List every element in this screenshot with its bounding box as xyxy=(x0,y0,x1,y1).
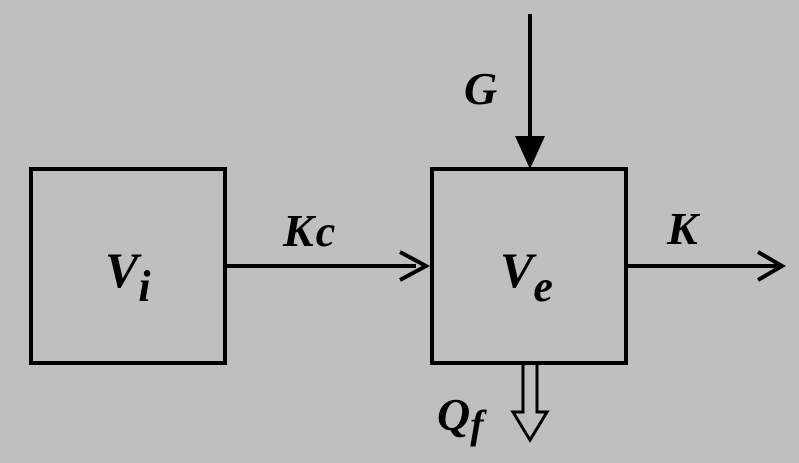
edge-vi-ve-label-base: K xyxy=(282,205,317,256)
edge-in-g-label: G xyxy=(464,63,497,114)
edge-vi-ve-label: Kc xyxy=(282,205,335,256)
node-ve-label-sub: e xyxy=(533,262,553,311)
edge-out-qf-label-base: Q xyxy=(437,389,470,440)
edge-vi-ve-arrowhead xyxy=(399,250,431,282)
node-ve: Ve xyxy=(430,167,628,365)
edge-out-qf-label: Qf xyxy=(437,389,487,447)
edge-out-qf-arrow xyxy=(510,365,550,443)
edge-in-g: G xyxy=(464,14,545,169)
node-ve-label: Ve xyxy=(500,242,553,311)
node-vi-label-base: V xyxy=(105,242,142,298)
edge-out-k-arrowhead xyxy=(756,250,786,282)
edge-out-qf-label-sub: f xyxy=(470,402,487,447)
edge-out-qf: Qf xyxy=(437,365,550,447)
edge-vi-ve: Kc xyxy=(227,205,431,282)
node-ve-label-base: V xyxy=(500,242,537,298)
edge-out-k-label-base: K xyxy=(666,203,701,254)
node-vi-label-sub: i xyxy=(138,262,151,311)
edge-out-k-label: K xyxy=(666,203,701,254)
edge-in-g-label-base: G xyxy=(464,63,497,114)
edge-in-g-arrowhead xyxy=(515,136,545,169)
node-vi: Vi xyxy=(29,167,227,365)
edge-vi-ve-label-sub: c xyxy=(316,207,336,256)
edge-out-k: K xyxy=(628,203,786,282)
node-ve-box xyxy=(430,167,628,365)
node-vi-label: Vi xyxy=(105,242,151,311)
node-vi-box xyxy=(29,167,227,365)
